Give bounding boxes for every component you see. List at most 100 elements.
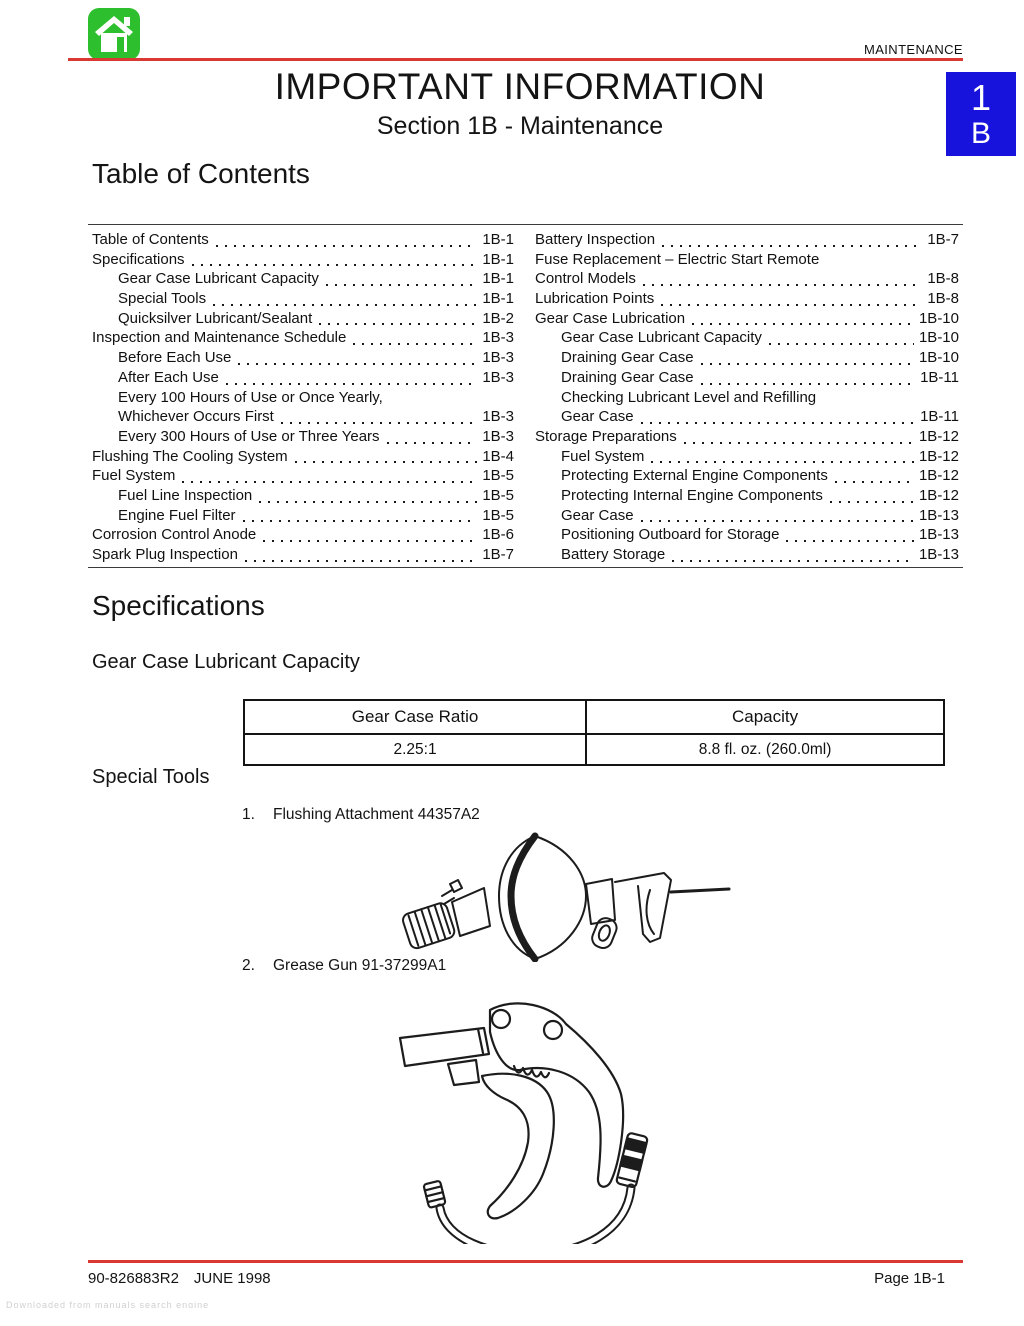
toc-entry-label: Draining Gear Case [561,368,694,386]
specifications-heading: Specifications [92,590,265,621]
toc-entry-page: 1B-10 [918,309,959,327]
toc-entry-page: 1B-1 [482,270,514,288]
toc-entry: Protecting Internal Engine Components 1B-… [535,487,959,507]
toc-entry-label: Protecting External Engine Components [561,467,828,485]
toc-dot-leader [294,461,478,464]
toc-entry: Special Tools 1B-1 [92,290,514,310]
toc-dot-leader [280,421,478,424]
toc-entry-page: 1B-1 [482,250,514,268]
toc-dot-leader [225,382,478,385]
toc-dot-leader [683,441,914,444]
gear-case-capacity-heading: Gear Case Lubricant Capacity [92,651,360,673]
flushing-attachment-illustration [398,830,733,962]
toc-entry: Gear Case 1B-11 [535,408,959,428]
toc-entry-page: 1B-12 [918,486,959,504]
toc-heading: Table of Contents [92,158,310,189]
toc-dot-leader [259,500,478,503]
tool-number: 2. [242,957,255,974]
toc-entry-page: 1B-6 [482,526,514,544]
table-column-header: Capacity [585,699,945,735]
toc-dot-leader [244,559,478,562]
toc-bottom-rule [88,567,963,568]
table-cell: 2.25:1 [242,733,588,766]
toc-entry-page: 1B-10 [918,329,959,347]
toc-entry: Battery Storage 1B-13 [535,546,959,566]
toc-entry-page: 1B-7 [927,231,959,248]
toc-entry-label: Protecting Internal Engine Components [561,486,823,504]
toc-entry: Spark Plug Inspection 1B-7 [92,546,514,566]
toc-entry: Every 100 Hours of Use or Once Yearly, [92,389,514,409]
toc-entry-label: Spark Plug Inspection [92,546,238,563]
toc-entry-label: Every 100 Hours of Use or Once Yearly, [118,388,383,406]
toc-dot-leader [768,343,914,346]
toc-dot-leader [692,323,914,326]
page-title: IMPORTANT INFORMATION [274,66,766,107]
toc-entry-page: 1B-1 [482,290,514,308]
toc-entry-page: 1B-5 [482,467,514,485]
toc-entry-page: 1B-8 [927,290,959,308]
toc-entry-page: 1B-1 [482,231,514,248]
toc-entry-page: 1B-10 [918,349,959,367]
toc-dot-leader [238,362,478,365]
grease-gun-illustration [388,982,688,1244]
toc-entry-label: Gear Case [561,408,634,426]
toc-entry-label: After Each Use [118,368,219,386]
home-icon[interactable] [88,8,140,60]
toc-entry-label: Table of Contents [92,231,209,248]
toc-entry-label: Battery Storage [561,546,666,563]
tool-number: 1. [242,806,255,823]
toc-entry-page: 1B-12 [918,427,959,445]
toc-entry-label: Control Models [535,270,636,288]
toc-dot-leader [242,520,478,523]
toc-entry-label: Engine Fuel Filter [118,506,236,524]
toc-top-rule [88,224,963,225]
toc-entry: Gear Case Lubricant Capacity 1B-10 [535,329,959,349]
header-divider [68,58,963,61]
toc-entry: Draining Gear Case 1B-10 [535,349,959,369]
toc-entry-label: Gear Case Lubricant Capacity [561,329,762,347]
footer-divider [88,1260,963,1263]
toc-entry-page: 1B-12 [918,447,959,465]
toc-entry-label: Before Each Use [118,349,232,367]
page-header-label: MAINTENANCE [863,42,963,57]
toc-dot-leader [651,461,914,464]
toc-entry-label: Whichever Occurs First [118,408,274,426]
toc-entry: Checking Lubricant Level and Refilling [535,389,959,409]
tool-label: Flushing Attachment 44357A2 [273,806,480,823]
toc-entry-page: 1B-13 [918,546,959,563]
toc-dot-leader [700,362,914,365]
toc-entry-page: 1B-11 [920,368,959,386]
toc-entry-label: Special Tools [118,290,207,308]
toc-entry-label: Quicksilver Lubricant/Sealant [118,309,313,327]
toc-dot-leader [829,500,914,503]
toc-entry-label: Corrosion Control Anode [92,526,257,544]
page-number: Page 1B-1 [874,1270,945,1287]
toc-dot-leader [786,540,914,542]
toc-entry-page: 1B-5 [482,486,514,504]
toc-entry-page: 1B-7 [482,546,514,563]
toc-entry-label: Draining Gear Case [561,349,694,367]
toc-entry-label: Specifications [92,250,185,268]
toc-entry: After Each Use 1B-3 [92,369,514,389]
toc-entry-page: 1B-11 [920,408,959,426]
toc-entry-page: 1B-3 [482,368,514,386]
toc-dot-leader [353,343,478,346]
toc-entry-label: Lubrication Points [535,290,655,308]
tool-label: Grease Gun 91-37299A1 [273,957,447,974]
toc-dot-leader [182,480,478,483]
toc-dot-leader [640,421,916,424]
toc-entry: Specifications 1B-1 [92,251,514,271]
toc-dot-leader [642,284,923,287]
